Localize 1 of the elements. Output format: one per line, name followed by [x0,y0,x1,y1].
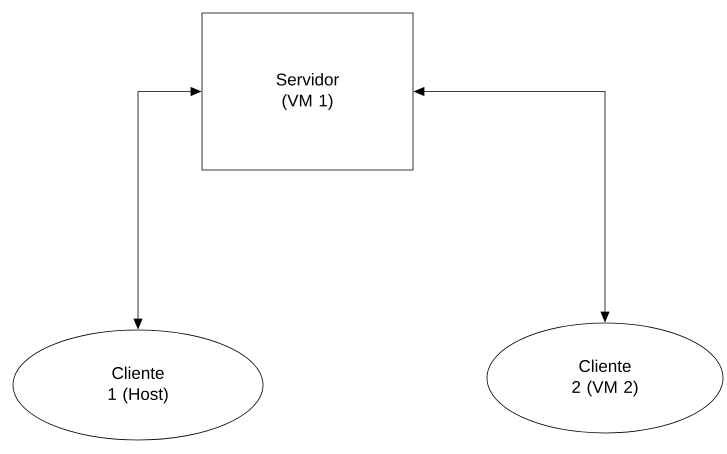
server-box: Servidor (VM 1) [202,12,414,170]
